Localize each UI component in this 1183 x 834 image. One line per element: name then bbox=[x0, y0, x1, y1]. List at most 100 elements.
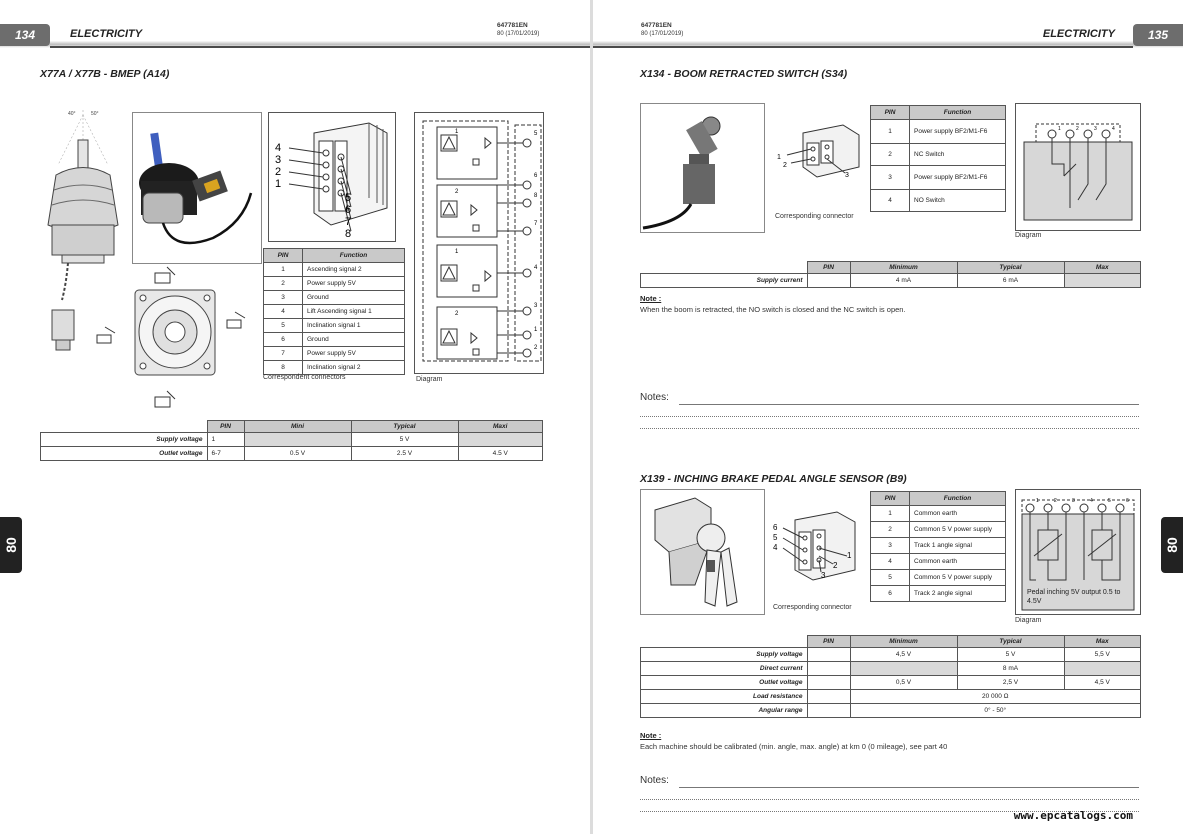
terminal-label: 1 bbox=[1036, 498, 1039, 504]
spec-typ-header: Typical bbox=[956, 261, 1065, 274]
x139-connector-drawing: 6 5 4 1 2 3 bbox=[771, 500, 863, 600]
notes-line bbox=[679, 404, 1139, 405]
terminal-label: 4 bbox=[534, 265, 538, 271]
notes-line bbox=[640, 428, 1139, 429]
x77-diagram-caption: Diagram bbox=[416, 376, 443, 383]
x134-diagram-caption: Diagram bbox=[1015, 232, 1042, 239]
sensor-block bbox=[436, 126, 498, 180]
terminal-label: 6 bbox=[1126, 498, 1129, 504]
x134-connector-drawing: 1 2 3 bbox=[773, 103, 865, 211]
spec-pin-header: PIN bbox=[806, 261, 851, 274]
conn-num: 1 bbox=[847, 551, 852, 560]
table-row: Supply voltage 4,5 V 5 V 5,5 V bbox=[640, 647, 1141, 662]
conn-num: 5 bbox=[345, 192, 351, 204]
right-page: 1 3 5 ELECTRICITY 647781EN 80 (17/01/2019)… bbox=[593, 0, 1183, 834]
x139-diagram: 1 2 3 4 5 6 bbox=[1015, 489, 1141, 615]
x77-connector-caption: Correspondent connectors bbox=[263, 374, 346, 381]
conn-num: 5 bbox=[773, 533, 778, 542]
doc-number: 647781EN bbox=[641, 22, 672, 29]
block-label: 1 bbox=[455, 129, 459, 135]
header-bar bbox=[0, 24, 590, 48]
doc-number: 647781EN bbox=[497, 22, 528, 29]
x139-diagram-text: Pedal inching 5V output 0.5 to 4.5V bbox=[1027, 589, 1121, 605]
header-rule bbox=[50, 46, 590, 48]
notes-line bbox=[679, 787, 1139, 788]
block-label: 2 bbox=[455, 189, 459, 195]
x139-note-title: Note : bbox=[640, 731, 662, 740]
x139-note-text: Each machine should be calibrated (min. … bbox=[640, 742, 948, 751]
terminal-label: 4 bbox=[1090, 498, 1093, 504]
table-row: Outlet voltage 6-7 0.5 V 2.5 V 4.5 V bbox=[40, 446, 543, 461]
terminal-label: 3 bbox=[1072, 498, 1075, 504]
table-row: Load resistance 20 000 Ω bbox=[640, 689, 1141, 704]
conn-num: 8 bbox=[345, 228, 351, 240]
terminal-label: 1 bbox=[1058, 126, 1061, 132]
terminal-label: 3 bbox=[534, 303, 538, 309]
spec-min-header: Minimum bbox=[849, 261, 958, 274]
spec-typ-header: Typical bbox=[350, 420, 459, 433]
block-label: 2 bbox=[455, 311, 459, 317]
terminal-label: 2 bbox=[1054, 498, 1057, 504]
x134-switch-photo bbox=[640, 103, 765, 233]
x77-connector-drawing: 4 3 2 1 5 6 7 8 bbox=[268, 112, 396, 242]
section-title-right: ELECTRICITY bbox=[1042, 28, 1115, 40]
table-row: Supply current 4 mA 6 mA bbox=[640, 273, 1141, 288]
conn-num: 6 bbox=[773, 523, 778, 532]
terminal-label: 2 bbox=[534, 345, 538, 351]
angle-label-1: 40° bbox=[68, 111, 76, 117]
x77-spec-table: PIN Mini Typical Maxi Supply voltage 1 5… bbox=[40, 420, 543, 461]
doc-reference-right: 647781EN 80 (17/01/2019) bbox=[641, 22, 683, 38]
terminal-label: 2 bbox=[1076, 126, 1079, 132]
terminal-label: 5 bbox=[534, 131, 538, 137]
x139-diagram-caption: Diagram bbox=[1015, 617, 1042, 624]
sensor-block bbox=[436, 244, 498, 298]
notes-line bbox=[640, 799, 1139, 800]
conn-num: 2 bbox=[783, 162, 787, 169]
section-title-left: ELECTRICITY bbox=[70, 28, 143, 40]
spec-pin-header: PIN bbox=[206, 420, 245, 433]
sensor-block bbox=[436, 306, 498, 360]
terminal-label: 8 bbox=[534, 193, 538, 199]
terminal-label: 3 bbox=[1094, 126, 1097, 132]
angle-label-2: 50° bbox=[91, 111, 99, 117]
doc-date: 80 (17/01/2019) bbox=[497, 31, 540, 37]
table-row: Outlet voltage 0,5 V 2,5 V 4,5 V bbox=[640, 675, 1141, 690]
block-label: 1 bbox=[455, 249, 459, 255]
conn-num: 1 bbox=[777, 154, 781, 161]
spec-max-header: Max bbox=[1063, 261, 1141, 274]
x134-diagram: 1 2 3 4 bbox=[1015, 103, 1141, 231]
terminal-label: 6 bbox=[534, 173, 538, 179]
function-header: Function bbox=[909, 105, 1006, 120]
conn-num: 3 bbox=[821, 571, 826, 580]
chapter-tab-left: 80 bbox=[0, 517, 22, 573]
x139-title: X139 - INCHING BRAKE PEDAL ANGLE SENSOR … bbox=[640, 473, 907, 485]
chapter-tab-right: 80 bbox=[1161, 517, 1183, 573]
x77-title: X77A / X77B - BMEP (A14) bbox=[40, 68, 170, 80]
joystick-drawing: 40° 50° bbox=[47, 110, 119, 351]
function-header: Function bbox=[909, 491, 1006, 506]
spec-max-header: Max bbox=[1063, 635, 1141, 648]
conn-num: 2 bbox=[275, 166, 281, 178]
doc-reference-left: 647781EN 80 (17/01/2019) bbox=[497, 22, 539, 38]
x134-connector-caption: Corresponding connector bbox=[775, 213, 854, 220]
page-gutter bbox=[590, 0, 593, 834]
page-number-left: 134 bbox=[0, 24, 50, 46]
x139-spec-table: PIN Minimum Typical Max Supply voltage 4… bbox=[640, 635, 1141, 718]
x134-notes-label: Notes: bbox=[640, 392, 669, 403]
x134-spec-table: PIN Minimum Typical Max Supply current 4… bbox=[640, 261, 1141, 288]
